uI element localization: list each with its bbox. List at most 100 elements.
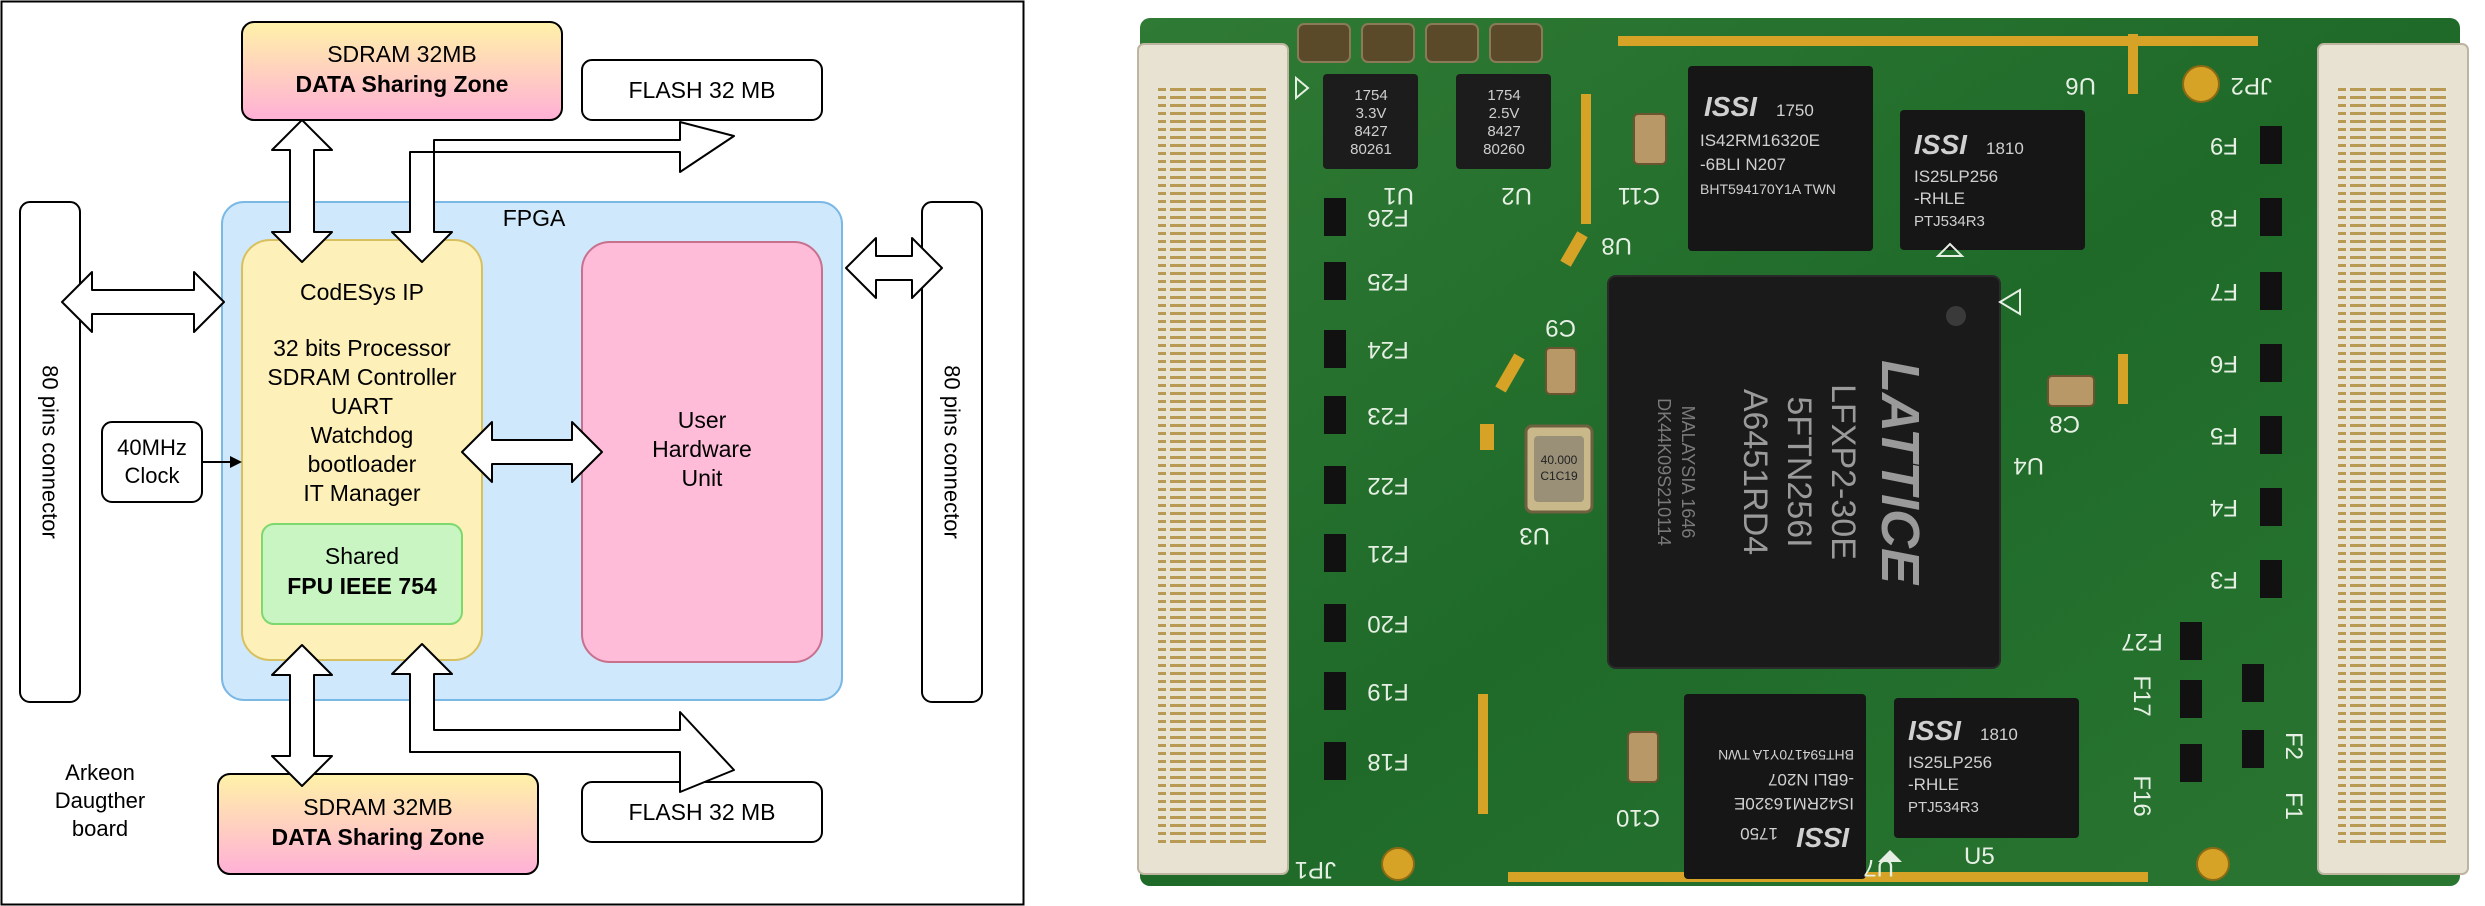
gold-pad-2: [1495, 353, 1525, 393]
connector-left-label: 80 pins connector: [38, 365, 63, 539]
issi-bl-brand: ISSI: [1796, 822, 1850, 853]
silk-triangle-3: [1935, 242, 1965, 257]
ic-f9: [2260, 126, 2282, 164]
gold-strip-left: [1581, 94, 1591, 224]
label-c10: C10: [1616, 804, 1660, 831]
chip-u2: [1456, 74, 1551, 169]
user-unit-line2: Hardware: [652, 436, 752, 462]
arrow-sdram-top-codesys: [271, 119, 333, 263]
label-f3: F3: [2210, 566, 2238, 593]
chip-lattice-fpga: [1607, 275, 2001, 669]
top-capacitor-3: [1425, 23, 1479, 63]
cap-c11: [1633, 113, 1667, 165]
chip-u1: [1323, 74, 1418, 169]
codesys-item-processor: 32 bits Processor: [273, 335, 451, 361]
issi-bl-line1: IS42RM16320E: [1734, 794, 1854, 813]
label-f8: F8: [2210, 204, 2238, 231]
arrow-flash-bottom-codesys: [391, 643, 735, 793]
flash-top-label: FLASH 32 MB: [629, 77, 776, 103]
lattice-line1: LFXP2-30E: [1824, 384, 1862, 560]
label-c11: C11: [1618, 182, 1660, 209]
label-f25: F25: [1367, 268, 1408, 295]
block-diagram: FPGA 80 pins connector 80 pins connector…: [0, 0, 1025, 906]
issi-br-line3: PTJ534R3: [1908, 799, 1979, 816]
issi-tr-brand: ISSI: [1914, 129, 1968, 160]
issi-tr-year: 1810: [1986, 139, 2024, 158]
label-u1: U1: [1383, 182, 1414, 209]
codesys-item-it-manager: IT Manager: [303, 480, 421, 506]
label-f9: F9: [2210, 132, 2238, 159]
issi-tl-line2: -6BLI N207: [1700, 155, 1786, 174]
u2-line2: 2.5V: [1489, 105, 1520, 122]
connector-jp2-pins: [2338, 84, 2448, 844]
issi-tr-line1: IS25LP256: [1914, 167, 1998, 186]
gold-pad-4: [1480, 424, 1494, 450]
ic-f17-a: [2180, 680, 2202, 718]
clock-arrow-head: [230, 456, 242, 468]
issi-tl-line3: BHT594170Y1A TWN: [1700, 181, 1836, 197]
cap-c9: [1545, 347, 1577, 395]
label-u6: U6: [2065, 72, 2096, 99]
gold-pad-3: [2118, 354, 2128, 404]
chip-issi-bottom-left: [1684, 694, 1866, 879]
shared-fpu-box: [261, 523, 463, 625]
label-c9: C9: [1545, 314, 1576, 341]
mount-hole-bottom-right: [2196, 847, 2230, 881]
ic-f4: [2260, 488, 2282, 526]
label-f24: F24: [1367, 336, 1408, 363]
codesys-item-watchdog: Watchdog: [311, 422, 414, 448]
connector-right-label: 80 pins connector: [940, 365, 965, 539]
ic-f20: [1324, 604, 1346, 642]
arrow-connector-codesys: [61, 271, 225, 333]
connector-jp1-pins: [1158, 84, 1268, 844]
issi-br-brand: ISSI: [1908, 715, 1962, 746]
sdram-top-box: [241, 21, 563, 121]
lattice-line3: A6451RD4: [1736, 389, 1774, 555]
u2-line3: 8427: [1487, 123, 1520, 140]
top-capacitor-1: [1297, 23, 1351, 63]
label-f7: F7: [2210, 278, 2238, 305]
issi-tl-line1: IS42RM16320E: [1700, 131, 1820, 150]
osc-line2: C1C19: [1540, 469, 1578, 483]
arrow-sdram-bottom-codesys: [271, 644, 333, 787]
ic-f21: [1324, 534, 1346, 572]
lattice-side2: DK44K09S210114: [1654, 398, 1674, 546]
codesys-item-uart: UART: [331, 393, 393, 419]
issi-br-line1: IS25LP256: [1908, 753, 1992, 772]
mount-hole-top: [2182, 65, 2220, 103]
arrow-flash-top-codesys: [391, 121, 735, 263]
u1-line4: 80261: [1350, 141, 1392, 158]
lattice-line2: 5FTN256I: [1780, 396, 1818, 547]
sdram-bottom-box: [217, 773, 539, 875]
mount-hole-bottom-left: [1381, 847, 1415, 881]
ic-f3: [2260, 560, 2282, 598]
board-label-line3: board: [72, 816, 128, 841]
arrow-fpga-connector-right: [845, 237, 943, 299]
u2-line4: 80260: [1483, 141, 1525, 158]
label-f19: F19: [1367, 678, 1408, 705]
u2-line1: 1754: [1487, 87, 1520, 104]
label-jp2: JP2: [2231, 72, 2272, 99]
osc-line1: 40.000: [1541, 453, 1578, 467]
label-f26: F26: [1367, 204, 1408, 231]
sdram-top-line2: DATA Sharing Zone: [296, 71, 509, 97]
silk-triangle-1: [1998, 288, 2021, 316]
codesys-item-sdram-controller: SDRAM Controller: [267, 364, 456, 390]
ic-f17-b: [2242, 664, 2264, 702]
flash-top-box: [581, 59, 823, 121]
board-label-line1: Arkeon: [65, 760, 135, 785]
chip-issi-top-left: [1688, 66, 1873, 251]
oscillator-top: [1534, 436, 1584, 502]
arrow-codesys-user-unit: [461, 421, 603, 483]
board-label-line2: Daugther: [55, 788, 146, 813]
label-u8: U8: [1601, 232, 1632, 259]
label-c8: C8: [2049, 410, 2080, 437]
ic-f22: [1324, 466, 1346, 504]
shared-fpu-line2: FPU IEEE 754: [287, 573, 437, 599]
label-f6: F6: [2210, 350, 2238, 377]
label-f21: F21: [1367, 540, 1408, 567]
label-u2: U2: [1501, 182, 1532, 209]
label-f20: F20: [1367, 610, 1408, 637]
label-f27: F27: [2121, 628, 2162, 655]
ic-f18: [1324, 742, 1346, 780]
